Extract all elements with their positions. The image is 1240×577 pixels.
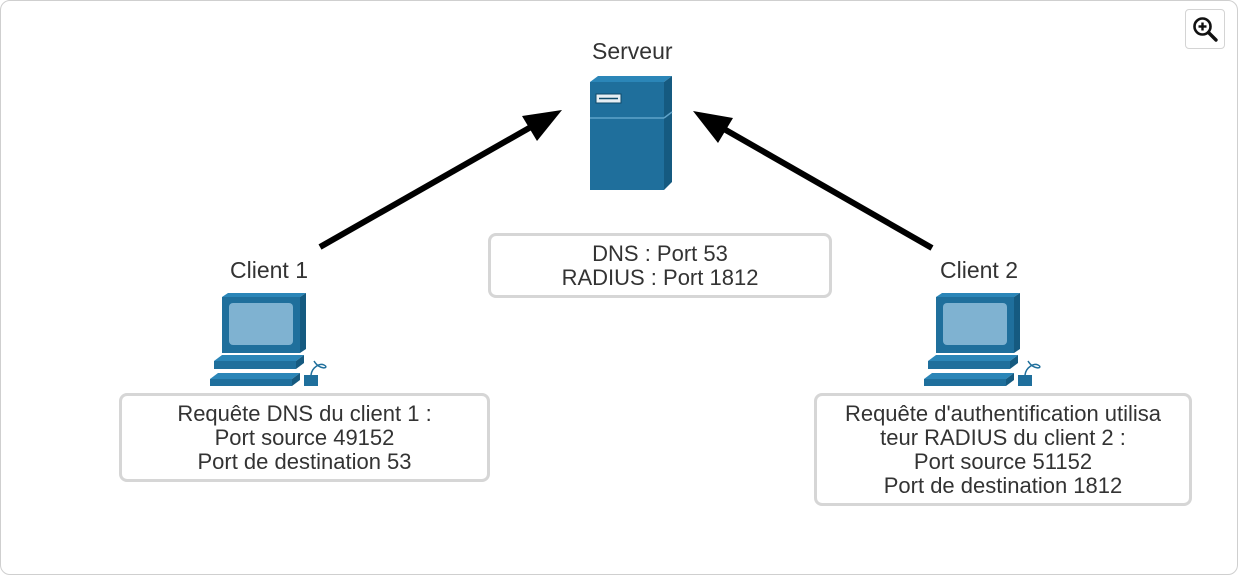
zoom-in-icon	[1193, 17, 1218, 42]
arrow-client1-to-server	[318, 110, 562, 250]
client2-computer-icon	[924, 293, 1041, 386]
client1-source-port: Port source 49152	[214, 424, 395, 450]
dns-port-text: DNS : Port 53	[592, 240, 728, 266]
zoom-in-button[interactable]	[1185, 9, 1225, 49]
client1-computer-icon	[210, 293, 327, 386]
client2-request-title-line1: Requête d'authentification utilisa	[844, 400, 1162, 426]
client1-destination-port: Port de destination 53	[197, 448, 412, 474]
client2-source-port: Port source 51152	[913, 448, 1093, 474]
client2-destination-port: Port de destination 1812	[883, 472, 1123, 498]
client1-request-title: Requête DNS du client 1 :	[177, 400, 432, 426]
client2-request-box: Requête d'authentification utilisa teur …	[814, 393, 1192, 506]
server-ports-box: DNS : Port 53 RADIUS : Port 1812	[488, 233, 832, 298]
server-label: Serveur	[592, 38, 673, 64]
client2-label: Client 2	[940, 257, 1018, 283]
client1-label: Client 1	[230, 257, 308, 283]
radius-port-text: RADIUS : Port 1812	[561, 264, 759, 290]
client1-request-box: Requête DNS du client 1 : Port source 49…	[119, 393, 490, 482]
arrow-client2-to-server	[693, 111, 934, 251]
client2-request-title-line2: teur RADIUS du client 2 :	[880, 424, 1126, 450]
server-icon	[590, 76, 673, 190]
